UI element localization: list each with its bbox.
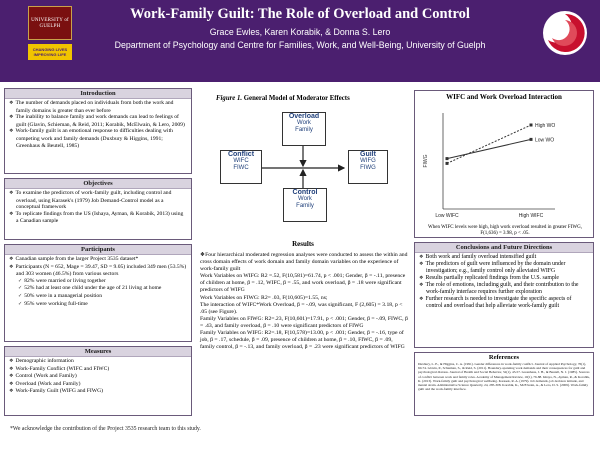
results-line: ❖Four hierarchical moderated regression … (200, 252, 408, 273)
crest-icon: UNIVERSITY of GUELPH (28, 6, 72, 40)
centre-logo-icon (543, 11, 587, 55)
poster: UNIVERSITY of GUELPH CHANGING LIVES IMPR… (0, 0, 600, 420)
control-family: Family (296, 203, 314, 209)
conclusion-item: The predictors of guilt were influenced … (419, 261, 589, 275)
data-point (529, 123, 533, 127)
results-line: The interaction of WIFC*Work Overload, β… (200, 301, 403, 315)
guilt-wifg: WIFG (360, 158, 376, 164)
participant-item: Canadian sample from the larger Project … (9, 256, 187, 264)
conclusions-heading: Conclusions and Future Directions (415, 243, 593, 253)
results-line: Work Variables on FIWG: R2= .03, F(10,60… (200, 294, 328, 301)
introduction-section: Introduction The number of demands place… (4, 88, 192, 174)
logo-name: UNIVERSITY of GUELPH (31, 18, 69, 29)
poster-title: Work-Family Guilt: The Role of Overload … (130, 6, 470, 22)
results-text: ❖Four hierarchical moderated regression … (200, 252, 408, 351)
results-line: Family Variables on WIFG: R2=.18, F(10,5… (200, 330, 405, 351)
figure-caption: General Model of Moderator Effects (243, 95, 350, 102)
acknowledgement: *We acknowledge the contribution of the … (10, 426, 201, 432)
participant-subitem: 82% were married or living together (9, 278, 187, 286)
control-work: Work (298, 196, 312, 202)
results-heading: Results (292, 240, 314, 248)
x-tick-label: Low WIFC (435, 213, 459, 219)
university-logo: UNIVERSITY of GUELPH CHANGING LIVES IMPR… (28, 6, 72, 76)
measures-heading: Measures (5, 347, 191, 357)
conclusions-section: Conclusions and Future Directions Both w… (414, 242, 594, 348)
conclusion-item: Both work and family overload intensifie… (419, 254, 589, 261)
chart-title: WIFC and Work Overload Interaction (446, 93, 562, 101)
conflict-fiwc: FIWC (233, 165, 249, 171)
references-text: Duxbury, L. E., & Higgins, C. A. (1991).… (418, 362, 590, 392)
guilt-node: Guilt WIFG FIWG (348, 150, 388, 184)
intro-item: The inability to balance family and work… (9, 114, 187, 128)
objectives-section: Objectives To examine the predictors of … (4, 178, 192, 240)
participants-heading: Participants (5, 245, 191, 255)
objectives-heading: Objectives (5, 179, 191, 189)
measure-item: Work-Family Conflict (WIFC and FIWC) (9, 366, 187, 374)
intro-item: Work-family guilt is an emotional respon… (9, 128, 187, 149)
poster-authors: Grace Ewles, Karen Korabik, & Donna S. L… (209, 27, 391, 37)
participant-subitem: 50% were in a managerial position (9, 293, 187, 301)
logo-tagline: CHANGING LIVES IMPROVING LIFE (28, 44, 72, 60)
overload-family: Family (295, 127, 313, 133)
measures-section: Measures Demographic information Work-Fa… (4, 346, 192, 416)
series-line (446, 138, 532, 160)
conclusion-item: Results partially replicated findings fr… (419, 275, 589, 282)
poster-department: Department of Psychology and Centre for … (114, 40, 486, 50)
participant-item: Participants (N = 652, Mage = 39.47, SD … (9, 264, 187, 278)
measure-item: Demographic information (9, 358, 187, 366)
overload-work: Work (297, 120, 311, 126)
conclusion-item: Further research is needed to investigat… (419, 296, 589, 310)
results-line: Work Variables on WIFG: R2 =.52, F(10,58… (200, 273, 406, 294)
conflict-label: Conflict (227, 151, 255, 158)
introduction-heading: Introduction (5, 89, 191, 99)
model-arrows (262, 146, 346, 188)
data-point (529, 137, 533, 141)
overload-label: Overload (288, 113, 320, 120)
data-point (445, 157, 449, 161)
participant-subitem: 52% had at least one child under the age… (9, 285, 187, 293)
guilt-label: Guilt (360, 151, 376, 158)
references-section: References Duxbury, L. E., & Higgins, C.… (414, 352, 594, 416)
control-label: Control (292, 189, 318, 196)
participants-section: Participants Canadian sample from the la… (4, 244, 192, 342)
figure-title: Figure 1. General Model of Moderator Eff… (216, 95, 350, 102)
objective-item: To examine the predictors of work-family… (9, 190, 187, 211)
measure-item: Work-Family Guilt (WIFG and FIWG) (9, 388, 187, 396)
references-heading: References (488, 354, 520, 361)
measure-item: Overload (Work and Family) (9, 381, 187, 389)
interaction-chart: FIWG Low WIFC High WIFC Low WO High WO (423, 113, 555, 219)
measure-item: Control (Work and Family) (9, 373, 187, 381)
x-tick-label: High WIFC (519, 213, 544, 219)
series-line (446, 124, 532, 164)
conflict-node: Conflict WIFC FIWC (220, 150, 262, 184)
y-axis-label: FIWG (423, 154, 429, 167)
poster-header: UNIVERSITY of GUELPH CHANGING LIVES IMPR… (0, 0, 600, 82)
chart-caption: When WIFC levels were high, high work ov… (428, 225, 582, 236)
data-point (445, 161, 449, 165)
overload-node: Overload Work Family (282, 112, 326, 146)
intro-item: The number of demands placed on individu… (9, 100, 187, 114)
control-node: Control Work Family (283, 188, 327, 222)
legend-label: Low WO (535, 137, 554, 143)
objective-item: To replicate findings from the US (Ishay… (9, 211, 187, 225)
participant-subitem: 95% were working full-time (9, 301, 187, 309)
guilt-fiwg: FIWG (360, 165, 376, 171)
interaction-chart-panel: WIFC and Work Overload Interaction FIWG L… (414, 90, 594, 238)
figure-label: Figure 1. (216, 95, 243, 102)
conclusion-item: The role of emotions, including guilt, a… (419, 282, 589, 296)
results-line: Family Variables on FIWG: R2=.23, F(10,6… (200, 315, 408, 329)
conflict-wifc: WIFC (233, 158, 249, 164)
legend-label: High WO (535, 123, 555, 129)
